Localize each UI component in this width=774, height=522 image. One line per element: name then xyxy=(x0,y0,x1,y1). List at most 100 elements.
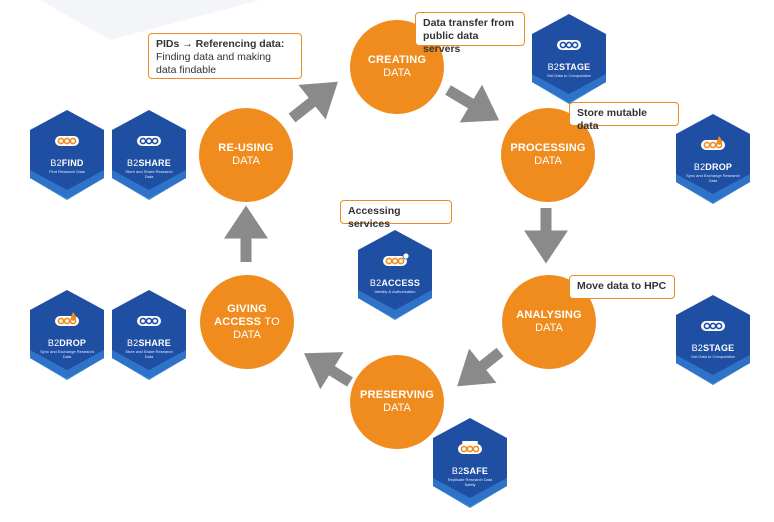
drop-icon xyxy=(701,136,725,150)
access-icon xyxy=(383,252,409,266)
service-brand: B2STAGE xyxy=(532,62,606,72)
service-brand-name: SHARE xyxy=(138,338,171,348)
callout-pids: PIDs → Referencing data: Finding data an… xyxy=(148,33,302,79)
service-brand: B2SHARE xyxy=(112,158,186,168)
hex-shape xyxy=(676,295,750,385)
drop-icon xyxy=(55,312,79,326)
arrow-reusing-to-creating xyxy=(288,81,338,123)
find-icon xyxy=(55,136,79,146)
service-brand-name: ACCESS xyxy=(381,278,421,288)
service-brand-prefix: B2 xyxy=(47,338,60,348)
callout-pids-text: Finding data and making data findable xyxy=(156,51,271,76)
stage-icon xyxy=(557,40,581,50)
hex-shape xyxy=(358,230,432,320)
callout-accessing-services: Accessing services xyxy=(340,200,452,230)
arrow-preserving-to-giving xyxy=(304,352,353,390)
service-brand: B2SHARE xyxy=(112,338,186,348)
service-subtitle: Identity & Authorisation xyxy=(374,289,416,294)
stage-reusing-title: RE-USING xyxy=(218,142,274,154)
service-brand-name: SAFE xyxy=(463,466,489,476)
hex-shape xyxy=(532,14,606,104)
hex-shape xyxy=(112,110,186,200)
service-subtitle: Get Data to Computation xyxy=(690,354,736,359)
service-subtitle: Get Data to Computation xyxy=(546,73,592,78)
service-brand-name: DROP xyxy=(59,338,87,348)
stage-giving-line1: GIVING xyxy=(227,302,267,315)
service-brand: B2FIND xyxy=(30,158,104,168)
service-brand-prefix: B2 xyxy=(693,162,706,172)
stage-creating-title: CREATING xyxy=(367,54,427,66)
callout-move-hpc: Move data to HPC xyxy=(569,275,675,299)
service-subtitle: Replicate Research Data Safely xyxy=(447,477,493,487)
stage-processing-title: PROCESSING xyxy=(510,142,586,154)
stage-giving-sub: DATA xyxy=(233,328,261,341)
service-brand-prefix: B2 xyxy=(547,62,560,72)
callout-store-mutable-text: Store mutable data xyxy=(577,107,648,132)
service-brand: B2DROP xyxy=(30,338,104,348)
safe-icon xyxy=(458,441,482,454)
service-brand-name: FIND xyxy=(61,158,84,168)
stage-preserving: PRESERVING DATA xyxy=(350,355,444,449)
stage-giving-to: TO xyxy=(264,315,280,328)
service-brand-prefix: B2 xyxy=(127,158,139,168)
hex-shape xyxy=(676,114,750,204)
stage-creating-sub: DATA xyxy=(383,67,411,79)
hex-shape xyxy=(30,110,104,200)
service-brand-name: STAGE xyxy=(559,62,591,72)
stage-analysing: ANALYSING DATA xyxy=(502,275,596,369)
hex-shape xyxy=(433,418,507,508)
service-subtitle: Sync and Exchange Research Data xyxy=(686,173,740,183)
stage-giving-access: GIVING ACCESS TO DATA xyxy=(200,275,294,369)
stage-reusing-sub: DATA xyxy=(232,155,260,167)
stage-icon xyxy=(701,321,725,331)
callout-store-mutable: Store mutable data xyxy=(569,102,679,132)
stage-analysing-title: ANALYSING xyxy=(516,309,582,321)
stage-reusing: RE-USING DATA xyxy=(199,108,293,202)
service-brand-prefix: B2 xyxy=(691,343,704,353)
service-brand: B2ACCESS xyxy=(358,278,432,288)
service-brand-name: DROP xyxy=(705,162,733,172)
service-brand-name: SHARE xyxy=(138,158,171,168)
service-brand-name: STAGE xyxy=(703,343,735,353)
service-subtitle: Store and Share Research Data xyxy=(125,349,173,359)
service-brand-prefix: B2 xyxy=(127,338,139,348)
callout-pids-title: PIDs → Referencing data: xyxy=(156,38,285,50)
service-subtitle: Sync and Exchange Research Data xyxy=(40,349,94,359)
share-icon xyxy=(137,316,161,326)
share-icon xyxy=(137,136,161,146)
stage-creating: CREATING DATA xyxy=(350,20,444,114)
callout-accessing-services-text: Accessing services xyxy=(348,205,401,230)
service-brand: B2SAFE xyxy=(433,466,507,476)
stage-preserving-title: PRESERVING xyxy=(360,389,434,401)
service-brand-prefix: B2 xyxy=(451,466,464,476)
service-subtitle: Store and Share Research Data xyxy=(125,169,173,179)
service-brand: B2DROP xyxy=(676,162,750,172)
hex-shape xyxy=(112,290,186,380)
callout-data-transfer-text: Data transfer from public data servers xyxy=(423,17,515,55)
stage-preserving-sub: DATA xyxy=(383,402,411,414)
service-brand-prefix: B2 xyxy=(369,278,382,288)
callout-move-hpc-text: Move data to HPC xyxy=(577,280,667,292)
arrow-analysing-to-preserving xyxy=(457,347,504,387)
service-brand-prefix: B2 xyxy=(50,158,62,168)
hex-shape xyxy=(30,290,104,380)
stage-processing-sub: DATA xyxy=(534,155,562,167)
stage-giving-line2: ACCESS xyxy=(214,315,262,328)
callout-data-transfer: Data transfer from public data servers xyxy=(415,12,525,55)
service-brand: B2STAGE xyxy=(676,343,750,353)
service-subtitle: Find Research Data xyxy=(49,169,85,174)
arrow-creating-to-processing xyxy=(445,84,500,123)
stage-analysing-sub: DATA xyxy=(535,322,563,334)
